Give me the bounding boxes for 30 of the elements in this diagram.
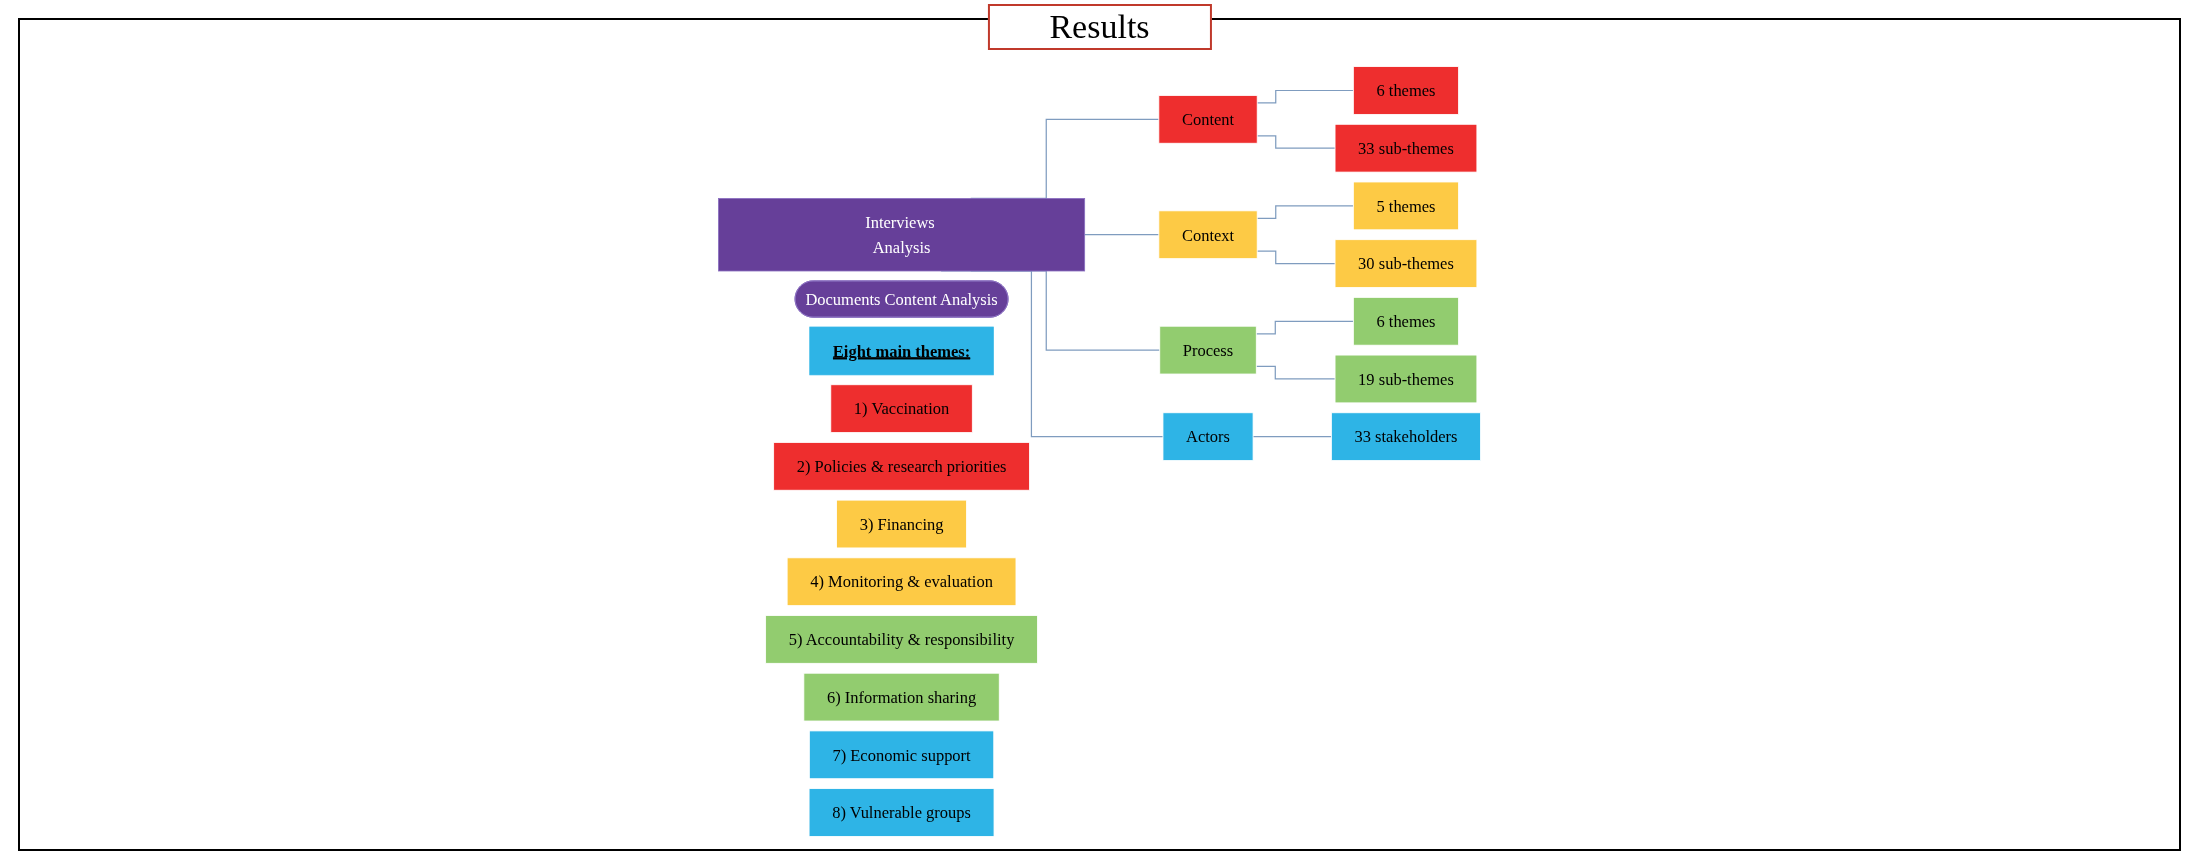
node-box: 6 themes [1352, 296, 1459, 346]
node-box: 30 sub-themes [1334, 239, 1478, 288]
node-box: 8) Vulnerable groups [808, 788, 995, 837]
node-box: Context [1158, 210, 1258, 260]
connector [1084, 234, 1160, 236]
node-box: 1) Vaccination [830, 384, 973, 433]
node-box: Eight main themes: [809, 326, 994, 376]
connector [1256, 250, 1336, 265]
connector [1256, 89, 1354, 104]
node-box: 4) Monitoring & evaluation [786, 557, 1017, 607]
title: Results [987, 4, 1212, 50]
node-box: Process [1159, 325, 1257, 375]
node-box: 3) Financing [836, 499, 967, 549]
connector [1255, 320, 1354, 335]
connector [1252, 436, 1332, 438]
node-box: 6 themes [1352, 66, 1459, 115]
node-box: 33 sub-themes [1334, 123, 1478, 173]
connector [1256, 205, 1354, 219]
node-box: Actors [1162, 412, 1254, 461]
node-box: 2) Policies & research priorities [773, 442, 1030, 491]
node-box: 33 stakeholders [1330, 412, 1481, 461]
node-box: 7) Economic support [808, 730, 995, 780]
node-box: 5 themes [1352, 181, 1459, 231]
node-box: 5) Accountability & responsibility [765, 615, 1038, 664]
node-box: 19 sub-themes [1334, 354, 1478, 404]
node-box: Interviews Analysis [718, 198, 1086, 272]
connector [1255, 365, 1336, 380]
node-box: 6) Information sharing [803, 672, 1000, 722]
connector [1256, 135, 1336, 149]
node-box: Content [1158, 95, 1258, 144]
